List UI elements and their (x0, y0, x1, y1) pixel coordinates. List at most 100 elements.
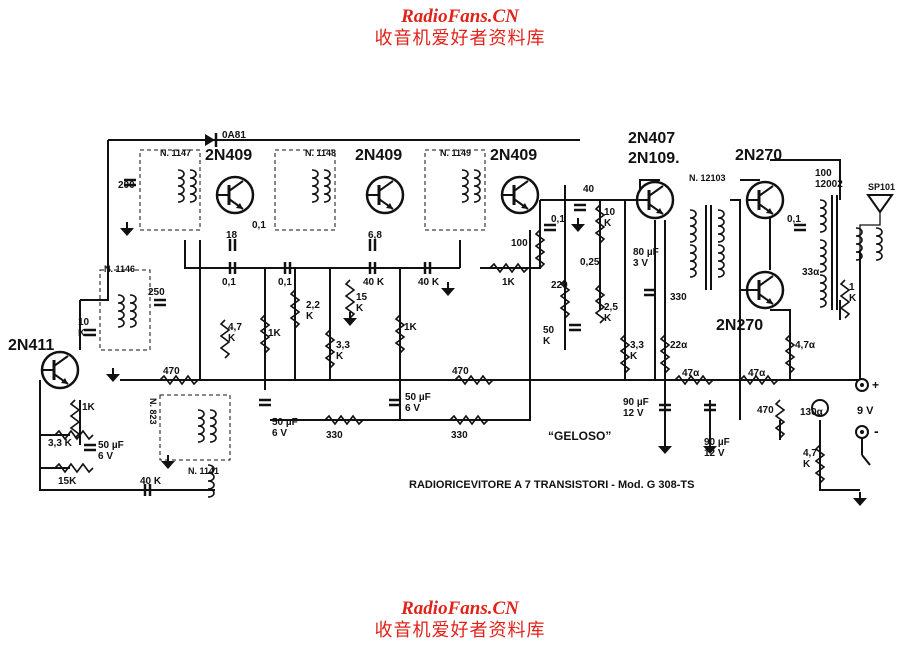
label-r47-2: 47α (748, 368, 766, 379)
label-2n411: 2N411 (8, 337, 54, 354)
label-c01e: 0,1 (787, 214, 801, 225)
label-n823: N. 823 (148, 398, 158, 425)
label-r15k-b: 15K (58, 476, 77, 487)
label-r330a: 330 (670, 292, 687, 303)
schematic-title: RADIORICEVITORE A 7 TRANSISTORI - Mod. G… (409, 479, 694, 491)
label-2n407: 2N407 (628, 130, 675, 147)
label-n1147: N. 1147 (160, 148, 191, 158)
brand-label: “GELOSO” (548, 429, 611, 443)
watermark-chinese: 收音机爱好者资料库 (374, 28, 546, 49)
shield-1148 (274, 149, 336, 231)
transistor-2n411 (40, 350, 80, 390)
diode-icon (205, 133, 218, 147)
label-c40: 40 (583, 184, 595, 195)
label-2n270-b: 2N270 (716, 317, 763, 334)
label-r330c: 330 (451, 430, 468, 441)
label-r1k-c: 1K (502, 277, 516, 288)
transformer-12002 (819, 195, 838, 310)
label-c250: 250 (148, 287, 165, 298)
label-battery: 9 V (857, 405, 874, 417)
label-c200: 200 (118, 180, 135, 191)
coil-1148 (311, 169, 331, 203)
ground-icons (105, 217, 868, 507)
watermark-site: RadioFans.CN (401, 6, 519, 27)
shield-1147 (139, 149, 201, 231)
transistor-2n407 (635, 180, 675, 220)
label-n1141: N. 1141 (188, 466, 219, 476)
transformer-12103 (689, 205, 725, 290)
label-c68: 6,8 (368, 230, 382, 241)
capacitors (82, 178, 808, 498)
transistor-2n270-a (745, 180, 785, 220)
label-2n409-c: 2N409 (490, 147, 537, 164)
label-r1k-e: 1K (82, 402, 96, 413)
transistor-2n409-c (500, 175, 540, 215)
coil-1149 (461, 169, 481, 203)
transistor-2n270-b (745, 270, 785, 310)
resistors (54, 204, 850, 484)
label-r33: 33α (802, 267, 820, 278)
label-r47a: 4,7α (795, 340, 816, 351)
label-2n409-a: 2N409 (205, 147, 252, 164)
label-r1k-a: 1K (268, 328, 282, 339)
label-c18: 18 (226, 230, 238, 241)
coil-1146 (117, 294, 137, 328)
label-diode: 0A81 (222, 130, 246, 141)
wiring (39, 139, 861, 491)
transistor-2n409-a (215, 175, 255, 215)
watermark-bottom: RadioFans.CN 收音机爱好者资料库 (0, 598, 920, 642)
label-c01b: 0,1 (222, 277, 236, 288)
label-r220: 220 (551, 280, 568, 291)
label-c01d: 0,1 (551, 214, 565, 225)
label-2n409-b: 2N409 (355, 147, 402, 164)
label-r330b: 330 (326, 430, 343, 441)
label-r470c: 470 (757, 405, 774, 416)
watermark-site-bottom: RadioFans.CN (401, 598, 519, 619)
label-c40k-b: 40 K (418, 277, 440, 288)
transistor-2n409-b (365, 175, 405, 215)
label-r470a: 470 (163, 366, 180, 377)
label-n1148: N. 1148 (305, 148, 336, 158)
shield-1149 (424, 149, 486, 231)
label-r130: 130α (800, 407, 824, 418)
battery-terminals (811, 378, 871, 466)
label-minus: - (874, 423, 879, 439)
label-r33k-c: 3,3 K (48, 438, 73, 449)
label-r22: 22α (670, 340, 688, 351)
label-n1146: N. 1146 (104, 264, 135, 274)
label-sp101: SP101 (868, 182, 895, 192)
label-c025: 0,25 (580, 257, 600, 268)
coil-823 (197, 409, 217, 443)
label-c01c: 0,1 (278, 277, 292, 288)
label-2n109: 2N109. (628, 150, 680, 167)
coil-1147 (177, 169, 197, 203)
label-n12103: N. 12103 (689, 173, 726, 183)
label-r100: 100 (511, 238, 528, 249)
label-plus: + (872, 378, 879, 392)
label-2n270-a: 2N270 (735, 147, 782, 164)
label-c40k-a: 40 K (363, 277, 385, 288)
speaker-icon (855, 194, 894, 261)
watermark-chinese-bottom: 收音机爱好者资料库 (374, 620, 546, 641)
label-r1k-b: 1K (404, 322, 418, 333)
